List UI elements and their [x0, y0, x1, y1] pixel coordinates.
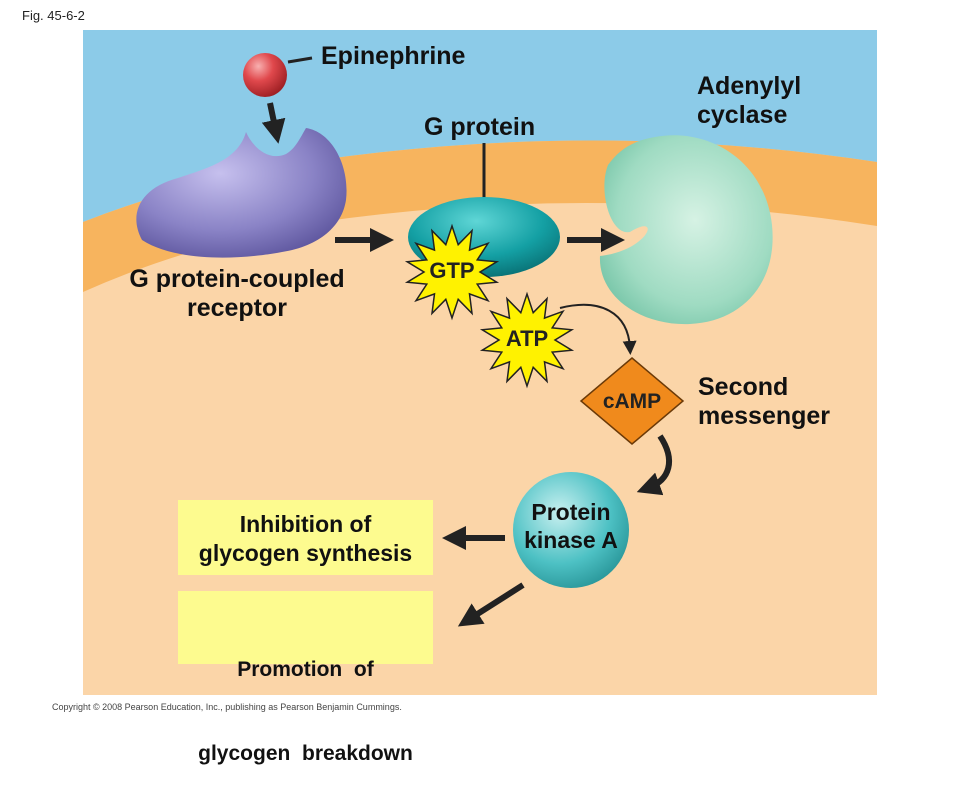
epinephrine-molecule — [243, 53, 287, 97]
camp-diamond — [579, 357, 685, 445]
atp-to-camp-arrow — [559, 303, 637, 355]
protein-kinase-a — [513, 472, 629, 588]
g-protein-coupled-receptor — [136, 128, 347, 258]
gpcr-label: G protein-coupled receptor — [129, 265, 345, 322]
inhibition-outcome-box: Inhibition of glycogen synthesis — [178, 500, 433, 575]
second-messenger-label: Second messenger — [698, 373, 831, 430]
figure-label: Fig. 45-6-2 — [22, 8, 85, 23]
atp-label: ATP — [506, 326, 548, 351]
camp-to-pka-arrow — [636, 434, 672, 496]
gtp-starburst — [404, 223, 500, 321]
adenylyl-cyclase — [599, 135, 773, 325]
binding-arrow — [261, 102, 286, 144]
atp-starburst — [479, 291, 575, 389]
copyright-notice: Copyright © 2008 Pearson Education, Inc.… — [52, 702, 402, 712]
epinephrine-leader-line — [287, 56, 313, 64]
signaling-diagram: GTP ATP cAMP — [83, 30, 877, 695]
protein-kinase-a-label: Protein kinase A — [524, 499, 618, 553]
adenylyl-cyclase-label: Adenylyl cyclase — [697, 72, 802, 129]
promotion-outcome-box: Promotion of glycogen breakdown — [178, 591, 433, 765]
epinephrine-label: Epinephrine — [321, 42, 466, 70]
gtp-label: GTP — [429, 258, 474, 283]
camp-label: cAMP — [603, 390, 661, 413]
g-protein-label: G protein — [424, 113, 536, 141]
pka-to-promotion-arrow — [457, 582, 525, 627]
